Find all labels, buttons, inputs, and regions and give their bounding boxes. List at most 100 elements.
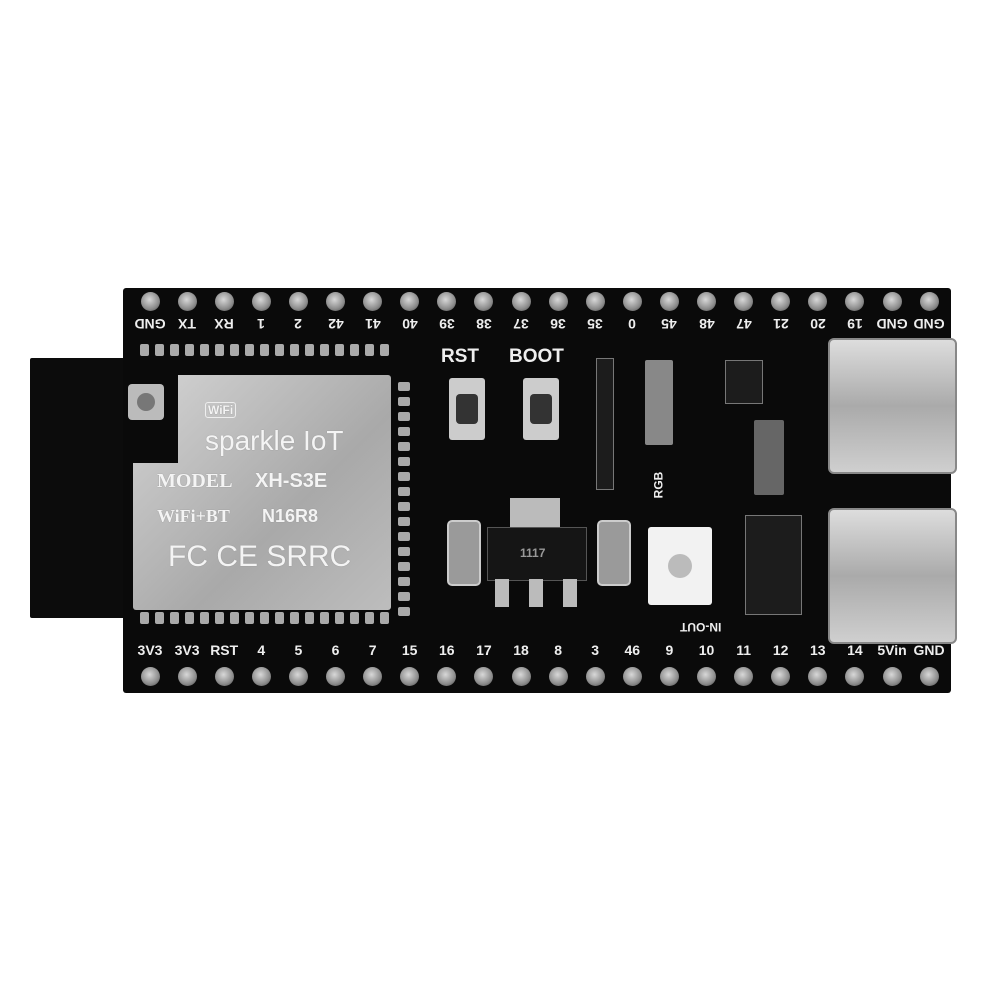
pin-label: 5 <box>294 642 303 658</box>
header-pin[interactable] <box>363 292 383 311</box>
module-pad <box>185 612 194 624</box>
header-pin[interactable] <box>697 667 716 686</box>
header-pin[interactable] <box>177 667 197 686</box>
header-pin[interactable] <box>734 667 754 686</box>
module-pad <box>398 502 410 511</box>
pin-label: TX <box>178 316 197 332</box>
header-pin[interactable] <box>548 667 568 686</box>
module-pad <box>200 612 209 624</box>
pin-label: 38 <box>476 316 492 332</box>
pin-label: 13 <box>810 642 826 658</box>
pin-label: 41 <box>364 316 381 332</box>
header-pin[interactable] <box>474 667 494 686</box>
header-pin[interactable] <box>659 292 679 311</box>
header-pin[interactable] <box>363 667 383 686</box>
header-pin[interactable] <box>251 667 271 686</box>
header-pin[interactable] <box>251 292 271 311</box>
header-pin[interactable] <box>288 292 308 311</box>
header-pin[interactable] <box>771 292 791 311</box>
header-pin[interactable] <box>437 292 457 311</box>
rgb-label: RGB <box>651 471 666 499</box>
pin-label: 17 <box>476 642 492 658</box>
module-pad <box>140 612 149 624</box>
pin-label: 15 <box>401 642 418 658</box>
header-pin[interactable] <box>882 667 902 686</box>
header-pin[interactable] <box>288 667 308 686</box>
pin-label: 20 <box>810 316 826 332</box>
module-pad <box>230 612 239 624</box>
module-pad <box>365 612 374 624</box>
header-pin[interactable] <box>400 667 420 686</box>
rst-button[interactable] <box>449 378 485 440</box>
header-pin[interactable] <box>845 667 865 686</box>
pin-label: GND <box>913 642 945 658</box>
header-pin[interactable] <box>697 292 716 311</box>
boot-button[interactable] <box>523 378 559 440</box>
pin-label: 4 <box>257 642 266 658</box>
module-pad <box>305 612 314 624</box>
module-pad <box>230 344 239 356</box>
header-pin[interactable] <box>771 667 791 686</box>
qfn-chip <box>725 360 763 404</box>
model-label: MODEL <box>157 470 233 492</box>
header-pin[interactable] <box>326 292 345 311</box>
model-text: XH-S3E <box>255 470 328 492</box>
pcb-antenna <box>30 358 128 618</box>
module-pad <box>245 612 254 624</box>
usb-c-port-top[interactable] <box>828 338 957 474</box>
header-pin[interactable] <box>734 292 754 311</box>
regulator-lead <box>495 579 509 607</box>
header-pin[interactable] <box>585 292 605 311</box>
header-pin[interactable] <box>214 667 234 686</box>
module-pad <box>185 344 194 356</box>
pin-label: 2 <box>294 316 303 332</box>
capacitor-left <box>447 520 481 586</box>
pin-label: 47 <box>735 316 752 332</box>
rst-label: RST <box>441 346 479 367</box>
regulator-tab <box>510 498 560 528</box>
header-pin[interactable] <box>326 667 345 686</box>
header-pin[interactable] <box>140 667 160 686</box>
regulator-lead <box>563 579 577 607</box>
header-pin[interactable] <box>474 292 494 311</box>
header-pin[interactable] <box>808 292 828 311</box>
header-pin[interactable] <box>177 292 197 311</box>
module-pad <box>398 547 410 556</box>
pin-label: 8 <box>554 642 562 658</box>
rgb-led <box>648 527 712 605</box>
module-pad <box>215 344 224 356</box>
header-pin[interactable] <box>882 292 902 311</box>
pin-label: 3 <box>591 642 600 658</box>
header-pin[interactable] <box>622 292 642 311</box>
module-pad <box>398 517 410 526</box>
brand-text: sparkle IoT <box>205 425 344 456</box>
header-pin[interactable] <box>548 292 568 311</box>
module-pad <box>365 344 374 356</box>
header-pin[interactable] <box>622 667 642 686</box>
pin-label: GND <box>913 316 945 332</box>
header-pin[interactable] <box>845 292 865 311</box>
pin-label: 1 <box>257 316 266 332</box>
usb-c-port-bottom[interactable] <box>828 508 957 644</box>
pin-label: 5Vin <box>877 642 907 658</box>
header-pin[interactable] <box>511 292 531 311</box>
header-pin[interactable] <box>659 667 679 686</box>
module-pad <box>260 344 269 356</box>
header-pin[interactable] <box>140 292 160 311</box>
led-array <box>645 360 673 445</box>
header-pin[interactable] <box>808 667 828 686</box>
module-pad <box>380 612 389 624</box>
header-pin[interactable] <box>214 292 234 311</box>
module-pad <box>398 577 410 586</box>
header-pin[interactable] <box>400 292 420 311</box>
pin-label: 14 <box>847 642 863 658</box>
module-pad <box>398 442 410 451</box>
header-pin[interactable] <box>511 667 531 686</box>
pin-label: GND <box>134 316 166 332</box>
module-pad <box>398 412 410 421</box>
header-pin[interactable] <box>585 667 605 686</box>
header-pin[interactable] <box>919 667 939 686</box>
pin-label: 37 <box>513 316 529 332</box>
header-pin[interactable] <box>919 292 939 311</box>
header-pin[interactable] <box>437 667 457 686</box>
